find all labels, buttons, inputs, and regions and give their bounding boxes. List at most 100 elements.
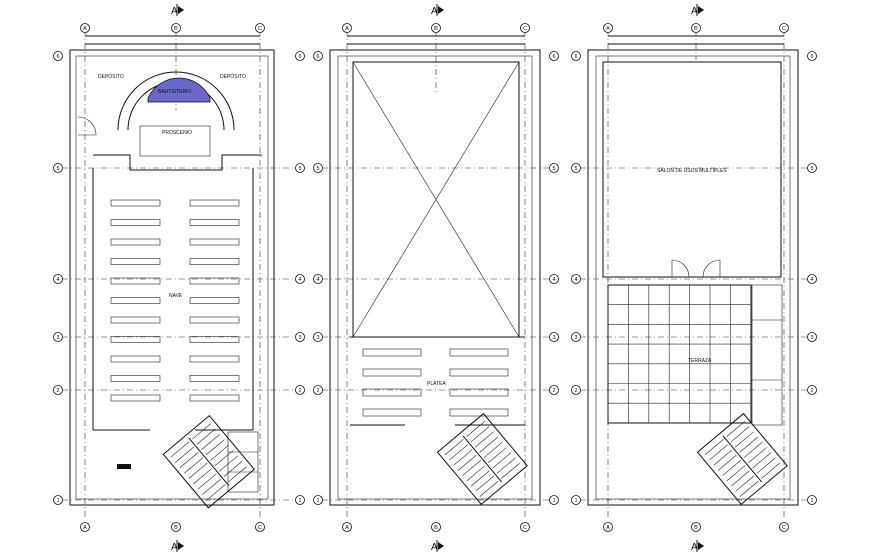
axis-label: A	[83, 525, 87, 531]
axis-label: A	[345, 525, 349, 531]
pew	[110, 238, 161, 246]
stair-step	[488, 447, 507, 464]
stair-step	[756, 457, 776, 474]
axis-label: 4	[316, 277, 319, 283]
pew	[189, 199, 240, 207]
baptistery-area	[147, 77, 211, 103]
axis-label: 1	[574, 498, 577, 504]
axis-label: 4	[810, 277, 813, 283]
axis-label: 3	[810, 335, 813, 341]
axis-bubble	[53, 332, 63, 342]
stair-step	[704, 439, 724, 456]
stair-step	[726, 421, 745, 438]
axis-bubble	[571, 51, 581, 61]
section-mark-label: A	[691, 6, 698, 17]
axis-label: 6	[56, 54, 59, 60]
stair-step	[188, 462, 208, 479]
pew	[189, 277, 240, 285]
axis-bubble	[779, 23, 789, 33]
room-label-nave: NAVE	[169, 293, 183, 299]
stair-step	[170, 441, 190, 458]
axis-bubble	[549, 163, 559, 173]
stair-step	[717, 454, 737, 471]
stair-step	[734, 431, 754, 448]
pew	[110, 297, 161, 304]
room-label-deposito-right: DEPÓSITO	[220, 73, 246, 80]
stair-step	[228, 466, 247, 483]
axis-bubble	[295, 51, 305, 61]
axis-bubble	[691, 23, 701, 33]
plan-ground-floor: DEPÓSITO DEPÓSITO BAUTISTERIO PROSCENIO …	[62, 30, 296, 520]
pews-nave	[110, 199, 240, 402]
stair-upper	[444, 421, 520, 497]
stair-step	[184, 457, 203, 474]
axis-bubble	[313, 51, 323, 61]
axis-bubble	[807, 163, 817, 173]
pew	[110, 355, 161, 363]
section-mark-label: A	[171, 542, 178, 553]
axis-bubble	[571, 274, 581, 284]
stair-step	[470, 426, 490, 443]
pew	[189, 336, 240, 343]
axis-label: 5	[316, 166, 319, 172]
room-label-terraza: TERRAZA	[688, 358, 712, 364]
stair-step	[466, 421, 485, 438]
axis-bubble	[571, 332, 581, 342]
axis-bubble	[255, 23, 265, 33]
pew	[110, 219, 161, 226]
axis-bubble	[313, 332, 323, 342]
stair-step	[444, 439, 464, 456]
stair-step	[501, 462, 520, 479]
axis-bubble	[295, 332, 305, 342]
axis-label: 3	[298, 335, 301, 341]
pew	[110, 336, 161, 343]
section-mark-arrow	[438, 6, 444, 14]
axis-label: 5	[574, 166, 577, 172]
stair-step	[761, 462, 780, 479]
stair-step	[496, 457, 516, 474]
pew	[110, 277, 161, 285]
axis-bubble	[295, 163, 305, 173]
axis-bubble	[295, 495, 305, 505]
axis-label: 6	[810, 54, 813, 60]
axis-bubble	[603, 23, 613, 33]
pew	[449, 388, 509, 397]
pew	[110, 394, 161, 402]
axis-label: 2	[56, 388, 59, 394]
axis-bubble	[431, 23, 441, 33]
stair-step	[457, 454, 477, 471]
axis-label: 5	[552, 166, 555, 172]
axis-label: 6	[552, 54, 555, 60]
stair-step	[748, 447, 767, 464]
axis-bubble	[80, 522, 90, 532]
axis-bubble	[571, 385, 581, 395]
plan-roof-floor: SALON DE USOS MULTIPLES TERRAZA	[580, 30, 808, 520]
axis-bubble	[53, 51, 63, 61]
axis-label: B	[434, 26, 438, 32]
axis-label: 6	[574, 54, 577, 60]
stair-step	[709, 444, 728, 461]
axis-label: 5	[810, 166, 813, 172]
axis-bubble	[53, 163, 63, 173]
stair-step	[192, 423, 211, 440]
axis-bubble	[53, 274, 63, 284]
pew	[110, 258, 161, 265]
section-mark-arrow	[698, 6, 704, 14]
pew	[362, 388, 422, 397]
pew	[189, 297, 240, 304]
axis-label: 1	[552, 498, 555, 504]
axis-bubble	[549, 51, 559, 61]
axis-label: 4	[574, 277, 577, 283]
axis-label: 5	[56, 166, 59, 172]
stair-step	[449, 444, 468, 461]
axis-label: 5	[298, 166, 301, 172]
section-mark-arrow	[698, 542, 704, 550]
section-mark-label: A	[171, 6, 178, 17]
pew	[110, 375, 161, 382]
stair-step	[722, 460, 742, 476]
axis-label: C	[258, 26, 262, 32]
axis-bubble	[53, 495, 63, 505]
axis-label: A	[606, 26, 610, 32]
pew	[189, 375, 240, 382]
